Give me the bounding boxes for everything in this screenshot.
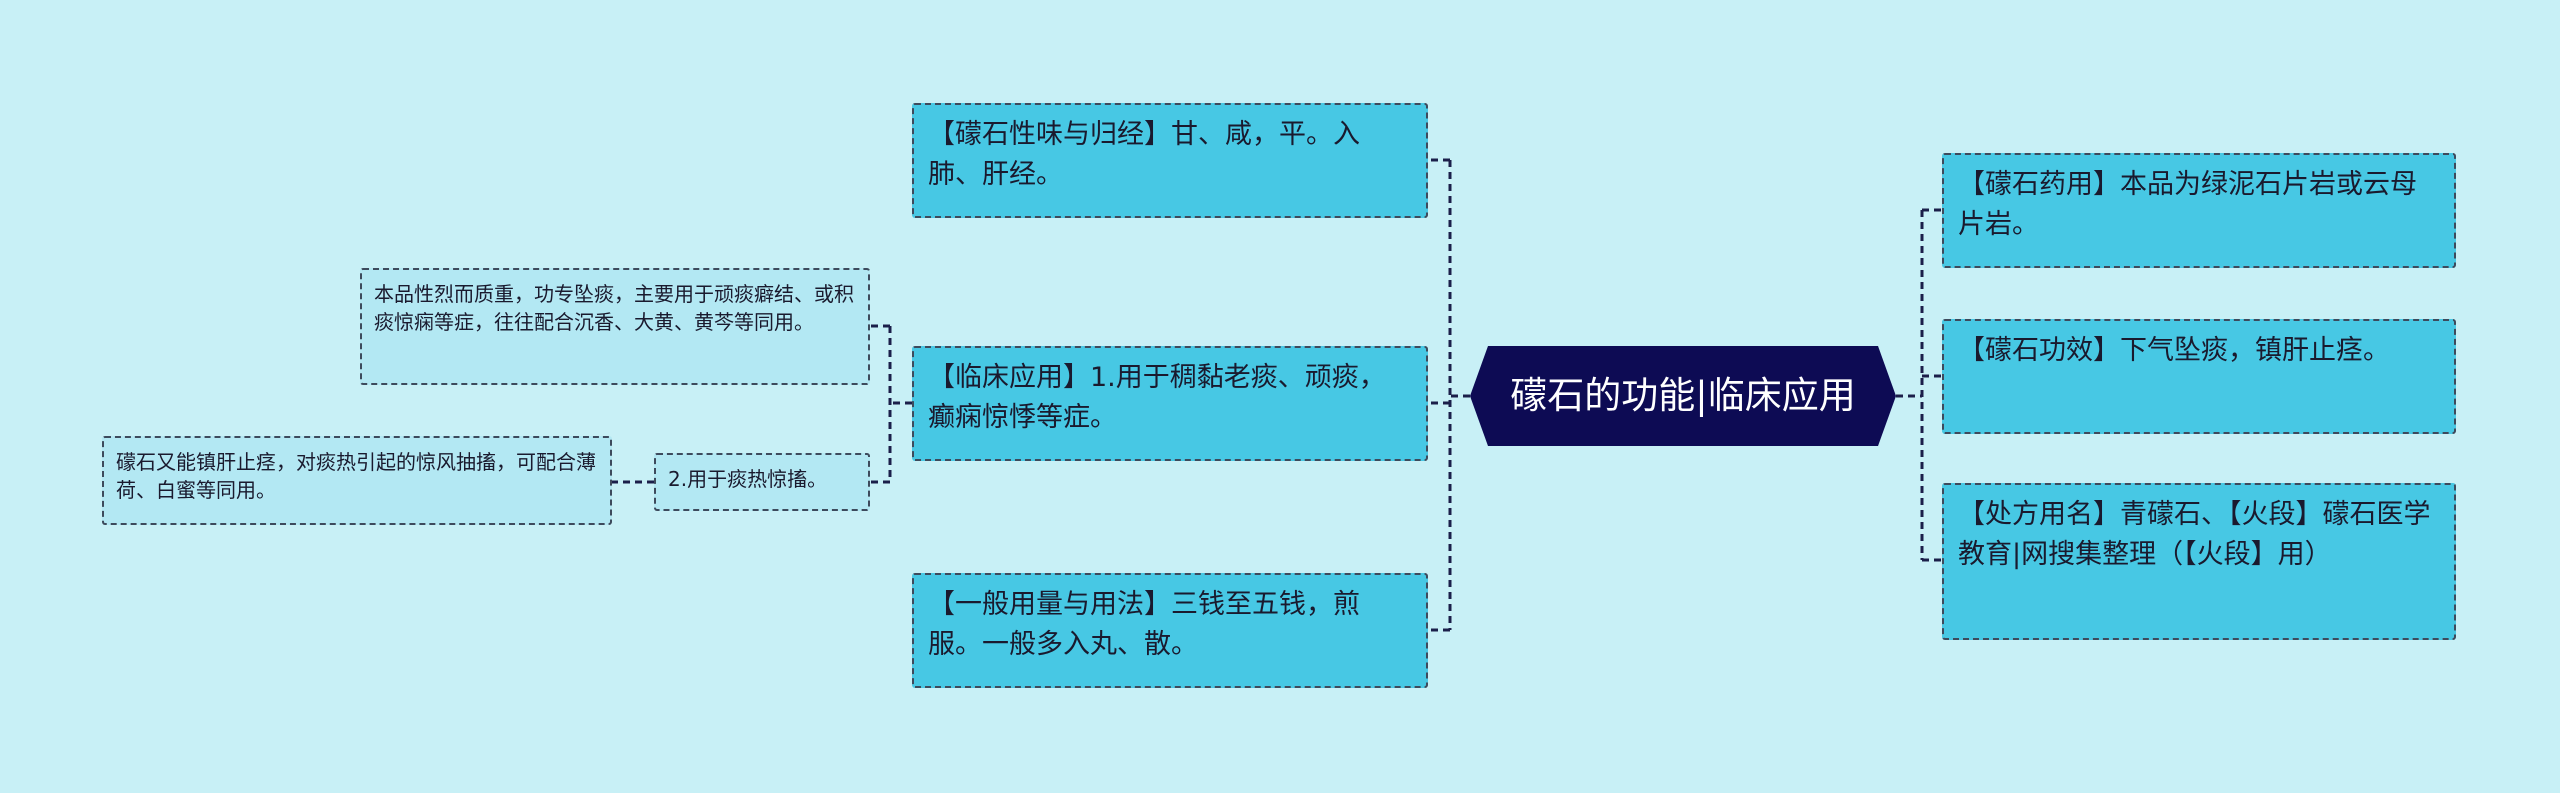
- sub-branch-description[interactable]: 本品性烈而质重，功专坠痰，主要用于顽痰癖结、或积痰惊痫等症，往往配合沉香、大黄、…: [360, 268, 870, 385]
- root-hexagon-shape: [1470, 346, 1896, 446]
- branch-prescription-names[interactable]: 【处方用名】青礞石、【火段】礞石医学教育|网搜集整理（【火段】用）: [1942, 483, 2456, 640]
- branch-nature-meridian-text: 【礞石性味与归经】甘、咸，平。入肺、肝经。: [928, 119, 1360, 190]
- branch-efficacy-text: 【礞石功效】下气坠痰，镇肝止痉。: [1958, 335, 2390, 366]
- branch-dosage-usage[interactable]: 【一般用量与用法】三钱至五钱，煎服。一般多入丸、散。: [912, 573, 1428, 688]
- branch-nature-meridian[interactable]: 【礞石性味与归经】甘、咸，平。入肺、肝经。: [912, 103, 1428, 218]
- sub-branch-phlegm-heat-text: 2.用于痰热惊搐。: [668, 467, 828, 491]
- branch-clinical-application[interactable]: 【临床应用】1.用于稠黏老痰、顽痰，癫痫惊悸等症。: [912, 346, 1428, 461]
- sub-branch-description-text: 本品性烈而质重，功专坠痰，主要用于顽痰癖结、或积痰惊痫等症，往往配合沉香、大黄、…: [374, 282, 854, 334]
- leaf-liver-calming[interactable]: 礞石又能镇肝止痉，对痰热引起的惊风抽搐，可配合薄荷、白蜜等同用。: [102, 436, 612, 525]
- branch-prescription-names-text: 【处方用名】青礞石、【火段】礞石医学教育|网搜集整理（【火段】用）: [1958, 499, 2431, 570]
- sub-branch-phlegm-heat[interactable]: 2.用于痰热惊搐。: [654, 453, 870, 511]
- leaf-liver-calming-text: 礞石又能镇肝止痉，对痰热引起的惊风抽搐，可配合薄荷、白蜜等同用。: [116, 450, 596, 502]
- root-node[interactable]: 礞石的功能|临床应用: [1470, 346, 1896, 446]
- branch-dosage-usage-text: 【一般用量与用法】三钱至五钱，煎服。一般多入丸、散。: [928, 589, 1360, 660]
- branch-medicinal-source[interactable]: 【礞石药用】本品为绿泥石片岩或云母片岩。: [1942, 153, 2456, 268]
- branch-clinical-application-text: 【临床应用】1.用于稠黏老痰、顽痰，癫痫惊悸等症。: [928, 362, 1386, 433]
- branch-efficacy[interactable]: 【礞石功效】下气坠痰，镇肝止痉。: [1942, 319, 2456, 434]
- root-hexagon: [1470, 346, 1896, 446]
- branch-medicinal-source-text: 【礞石药用】本品为绿泥石片岩或云母片岩。: [1958, 169, 2417, 240]
- root-label: 礞石的功能|临床应用: [1510, 374, 1856, 417]
